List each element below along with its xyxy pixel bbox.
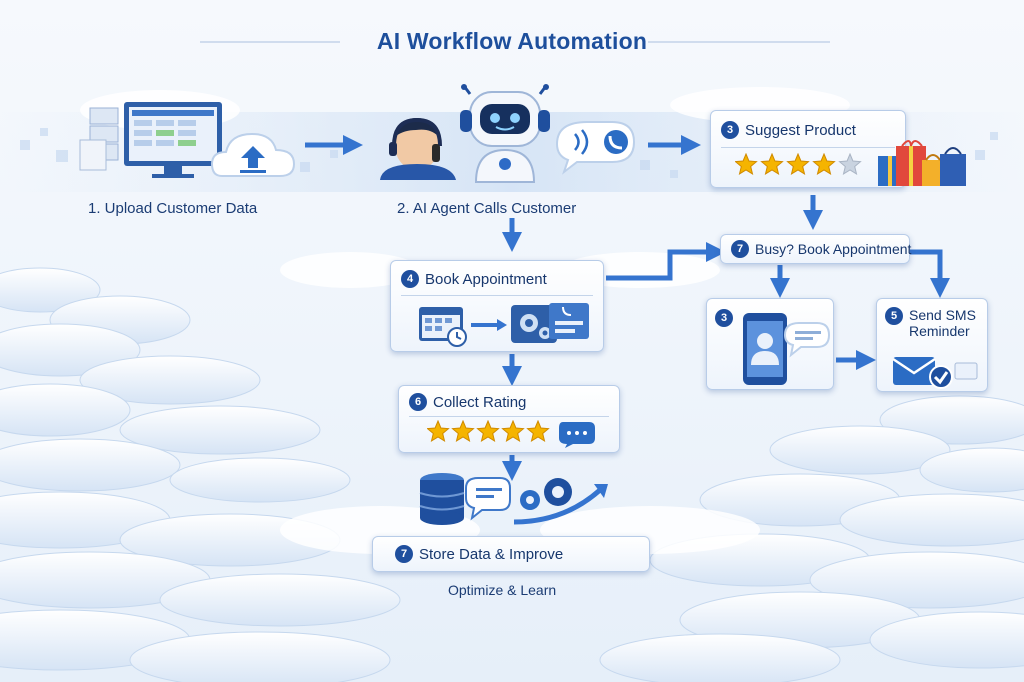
step-number-badge: 6: [409, 393, 427, 411]
sms-reminder-header: 5 Send SMS Reminder: [885, 307, 976, 339]
step-number-badge: 7: [395, 545, 413, 563]
store-data-header: 7 Store Data & Improve: [395, 545, 563, 563]
step-number-badge: 3: [715, 309, 733, 327]
contact-card-icon: [549, 303, 589, 339]
cloud-upload-icon: [210, 132, 296, 177]
busy-book-appointment-card: 7 Busy? Book Appointment: [720, 234, 911, 264]
star-icon: [838, 153, 862, 175]
scheduling-illustration: [419, 303, 589, 347]
step2-caption: 2. AI Agent Calls Customer: [397, 200, 577, 217]
star-icon: [476, 420, 500, 442]
step-number-badge: 3: [721, 121, 739, 139]
human-agent-icon: [380, 117, 456, 180]
optimize-learn-caption: Optimize & Learn: [448, 582, 557, 598]
gears-icon: [520, 478, 572, 510]
book-appointment-header: 4 Book Appointment: [401, 270, 547, 288]
star-icon: [451, 420, 475, 442]
star-icon: [501, 420, 525, 442]
rating-stars: [427, 420, 595, 448]
step1-caption: 1. Upload Customer Data: [88, 200, 258, 217]
book-appointment-card: 4 Book Appointment: [390, 260, 604, 352]
sms-label-line1: Send SMS: [909, 307, 976, 323]
store-data-label: Store Data & Improve: [419, 545, 564, 563]
step-number-badge: 5: [885, 307, 903, 325]
star-icon: [735, 153, 758, 175]
monitor-icon: [124, 102, 222, 178]
chat-bubble-icon: [465, 477, 511, 521]
collect-rating-header: 6 Collect Rating: [409, 393, 526, 411]
book-appointment-label: Book Appointment: [425, 270, 547, 288]
collect-rating-card: 6 Collect Rating: [398, 385, 620, 453]
star-icon: [427, 420, 450, 442]
ai-agent-illustration: [380, 84, 636, 183]
busy-book-label: Busy? Book Appointment: [755, 241, 912, 257]
star-icon: [526, 420, 550, 442]
robot-icon: [460, 84, 550, 183]
gear-icon: [511, 305, 557, 343]
phone-bubble-icon: [555, 121, 636, 175]
upload-illustration: [79, 102, 296, 178]
server-icon: [79, 107, 119, 171]
diagram-title: AI Workflow Automation: [376, 28, 648, 54]
sms-label-line2: Reminder: [909, 323, 970, 339]
suggest-product-header: 3 Suggest Product: [721, 121, 856, 139]
database-learning-illustration: [419, 473, 608, 525]
phone-contact-card: 3: [706, 298, 834, 390]
star-icon: [786, 153, 810, 175]
product-rating-stars: [735, 153, 862, 175]
star-icon: [812, 153, 836, 175]
smartphone-icon: [743, 313, 831, 385]
step-number-badge: 7: [731, 240, 749, 258]
sms-reminder-card: 5 Send SMS Reminder: [876, 298, 988, 392]
star-icon: [760, 153, 784, 175]
busy-header: 7 Busy? Book Appointment: [731, 240, 911, 258]
collect-rating-label: Collect Rating: [433, 393, 527, 411]
calendar-icon: [419, 307, 467, 347]
chat-bubble-icon: [559, 422, 595, 448]
step-number-badge: 4: [401, 270, 419, 288]
gift-bags-icon: [878, 140, 966, 186]
envelope-check-icon: [892, 357, 978, 389]
database-icon: [419, 473, 465, 525]
suggest-product-label: Suggest Product: [745, 121, 856, 139]
store-data-card: 7 Store Data & Improve: [372, 536, 650, 572]
